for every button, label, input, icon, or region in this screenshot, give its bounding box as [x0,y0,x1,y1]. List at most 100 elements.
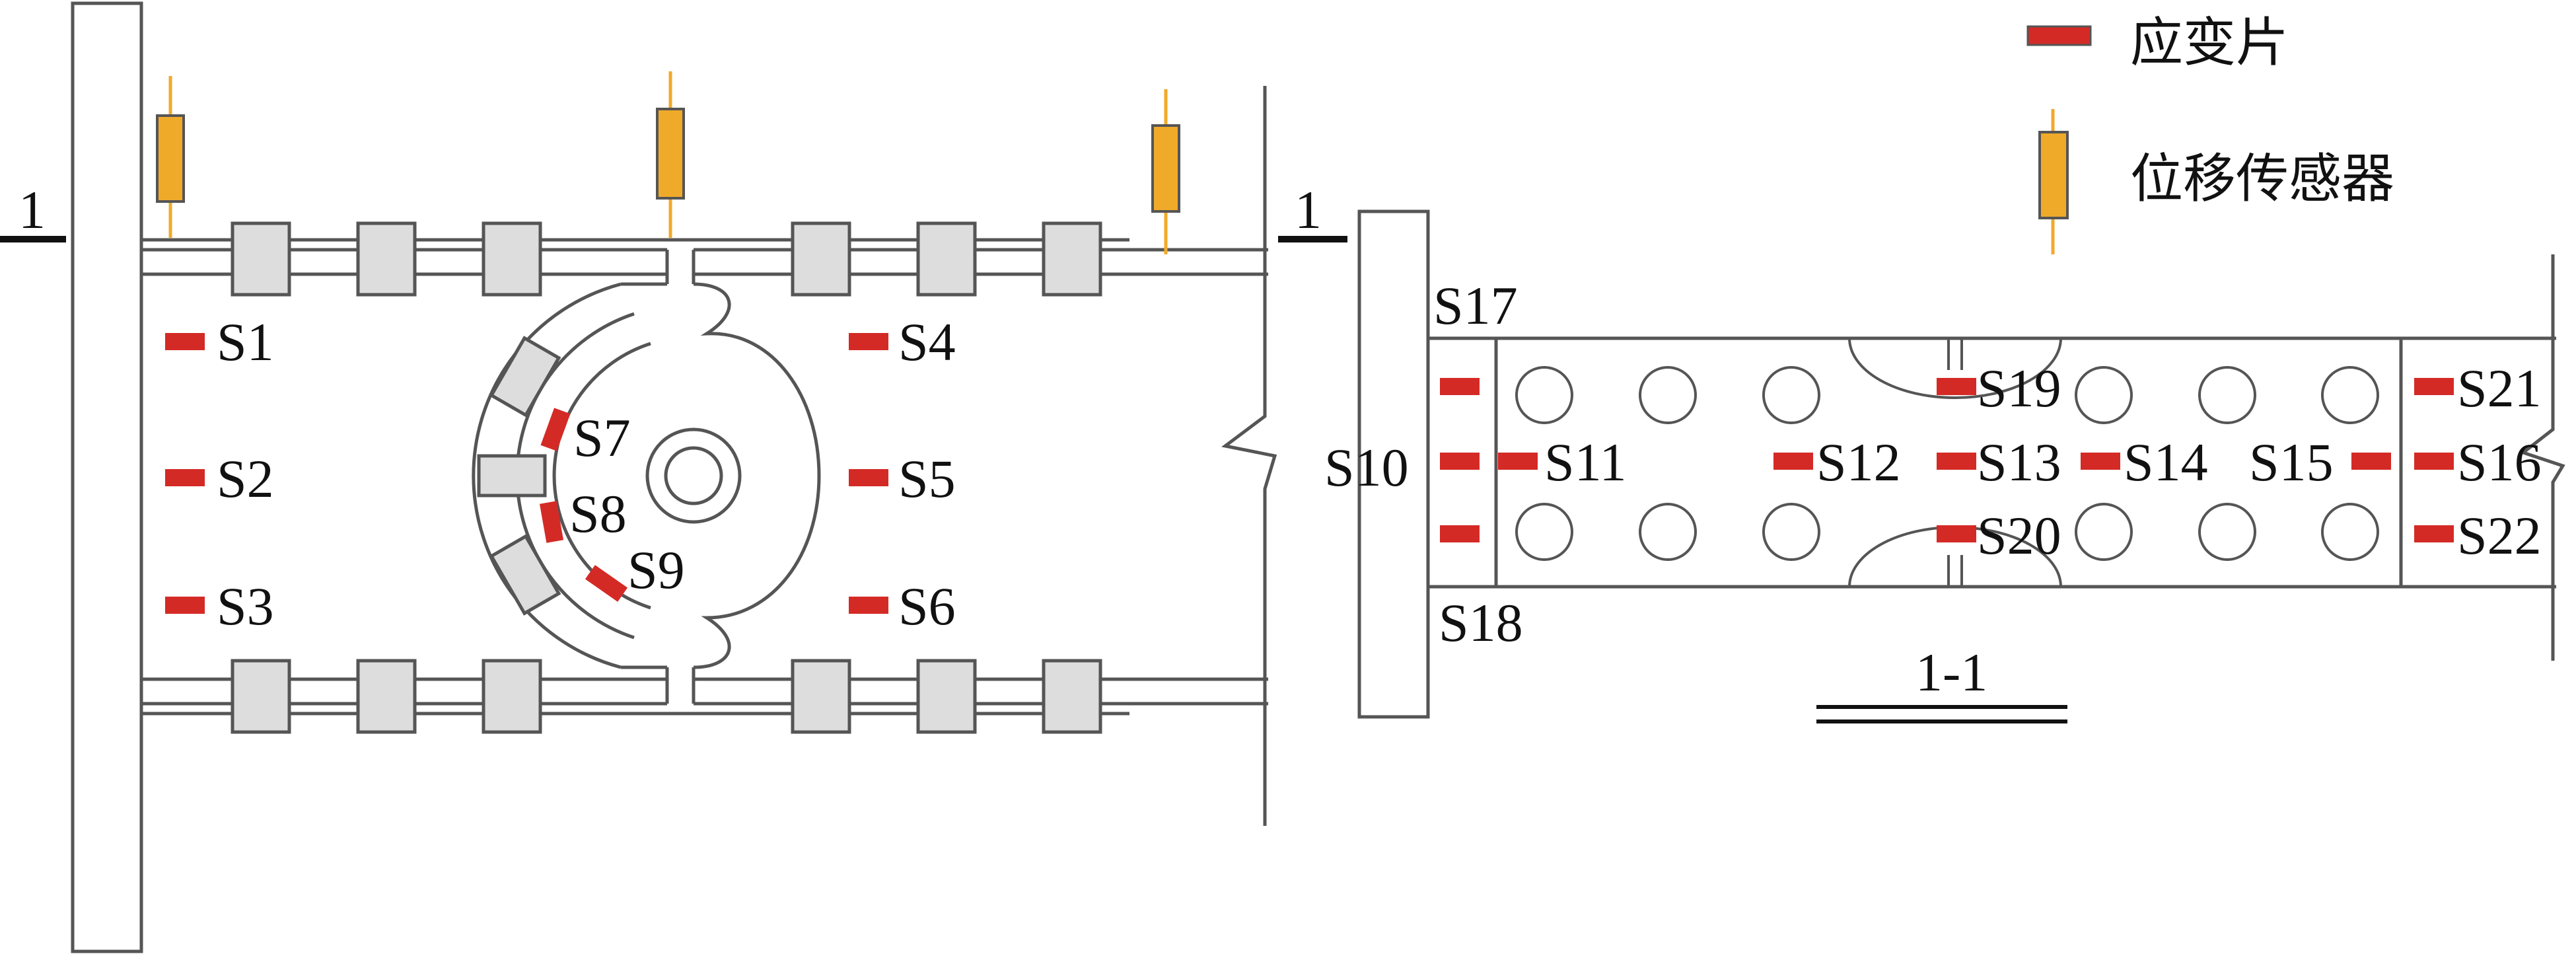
strain-gauge-icon [540,408,571,451]
bolt [791,221,851,297]
legend-strain-gauge-icon [2026,25,2092,46]
bolt-hole [2321,503,2379,561]
gauge-label-s8: S8 [569,484,627,544]
section-break-line [2519,254,2565,661]
gauge-label-s4: S4 [898,312,956,372]
bolt-holes [1515,366,2379,561]
legend-strain-gauge-label: 应变片 [2130,12,2289,73]
gauge-label-s9: S9 [627,540,685,600]
plan-strain-gauges: S1 S2 S3 S4 S5 S6 S7 S8 S9 [165,312,956,636]
top-pin-arc [1848,338,2062,399]
strain-gauge-icon [539,501,564,543]
gauge-label-s12: S12 [1816,432,1901,492]
gauge-label-s3: S3 [217,576,274,636]
strain-gauge-icon [165,333,205,350]
gauge-label-s17: S17 [1433,276,1518,336]
gauge-label-s2: S2 [217,449,274,509]
strain-gauge-icon [2351,453,2391,470]
top-bolts [231,221,1102,297]
bolt [1042,221,1102,297]
bolt [482,659,542,734]
strain-gauge-icon [849,333,888,350]
right-column-plate [1357,209,1430,719]
displacement-sensors [156,71,1180,254]
strain-gauge-icon [2414,378,2454,395]
strain-gauge-icon [1937,453,1976,470]
gauge-label-s20: S20 [1977,505,2061,566]
strain-gauge-icon [2081,453,2120,470]
displacement-sensor-icon [656,108,685,200]
gauge-label-s13: S13 [1977,432,2061,492]
strain-gauge-icon [165,597,205,614]
strain-gauge-icon [165,469,205,486]
arc-bolt [489,534,561,616]
bolt [791,659,851,734]
strain-gauge-icon [1440,453,1480,470]
section-title: 1-1 [1915,642,1987,702]
arc-bolt [489,336,561,418]
bolt [482,221,542,297]
gauge-label-s22: S22 [2457,505,2542,566]
pin-body [693,282,821,669]
left-column-plate [71,1,143,953]
strain-gauge-icon [849,597,888,614]
strain-gauge-icon [1773,453,1813,470]
gauge-label-s15: S15 [2249,432,2334,492]
gauge-label-s11: S11 [1544,432,1627,492]
legend: 应变片 位移传感器 [2026,12,2394,254]
bolt-hole [2321,366,2379,424]
pin-hole-inner [664,446,723,505]
gauge-label-s21: S21 [2457,358,2542,418]
legend-displacement-sensor-label: 位移传感器 [2130,148,2394,209]
gauge-label-s7: S7 [573,408,631,468]
strain-gauge-icon [849,469,888,486]
gauge-label-s16: S16 [2457,432,2542,492]
bolt-hole [2198,503,2256,561]
section-view: S17 S10 S11 S18 S12 S19 S13 S20 S14 S15 … [1324,209,2565,723]
gauge-label-s6: S6 [898,576,956,636]
strain-gauge-icon [1440,378,1480,395]
gauge-label-s18: S18 [1439,593,1523,653]
strain-gauge-icon [585,565,628,602]
bolt [356,659,417,734]
gauge-label-s19: S19 [1977,358,2061,418]
bottom-bolts [231,659,1102,734]
gauge-label-s5: S5 [898,449,956,509]
break-line-right [1221,86,1277,826]
pin-hole-outer [645,427,742,524]
legend-displacement-sensor-icon [2038,131,2069,219]
displacement-sensor-icon [1151,124,1180,213]
strain-gauge-icon [1937,378,1976,395]
plan-view: 1 [0,1,1347,953]
gauge-label-s10: S10 [1324,437,1409,498]
bolt-hole [1515,503,1573,561]
section-mark-left: 1 [18,180,46,240]
bolt-hole [2198,366,2256,424]
strain-gauge-icon [2414,525,2454,542]
strain-gauge-icon [2414,453,2454,470]
bolt [231,221,291,297]
bolt-hole [1639,503,1697,561]
arc-outer [472,282,622,669]
strain-gauge-icon [1440,525,1480,542]
bolt-hole [1762,366,1820,424]
bolt-hole [1639,366,1697,424]
gauge-label-s14: S14 [2124,432,2208,492]
bolt-hole [2075,503,2133,561]
section-strain-gauges: S17 S10 S11 S18 S12 S19 S13 S20 S14 S15 … [1324,276,2542,653]
arc-bolt [477,454,547,498]
bolt [231,659,291,734]
bolt [356,221,417,297]
bolt-hole [1515,366,1573,424]
bolt [916,221,977,297]
strain-gauge-icon [1498,453,1538,470]
bolt-hole [2075,366,2133,424]
bolt [1042,659,1102,734]
displacement-sensor-icon [156,114,185,203]
bolt [916,659,977,734]
section-mark-right: 1 [1295,180,1322,240]
gauge-label-s1: S1 [217,312,274,372]
strain-gauge-icon [1937,525,1976,542]
